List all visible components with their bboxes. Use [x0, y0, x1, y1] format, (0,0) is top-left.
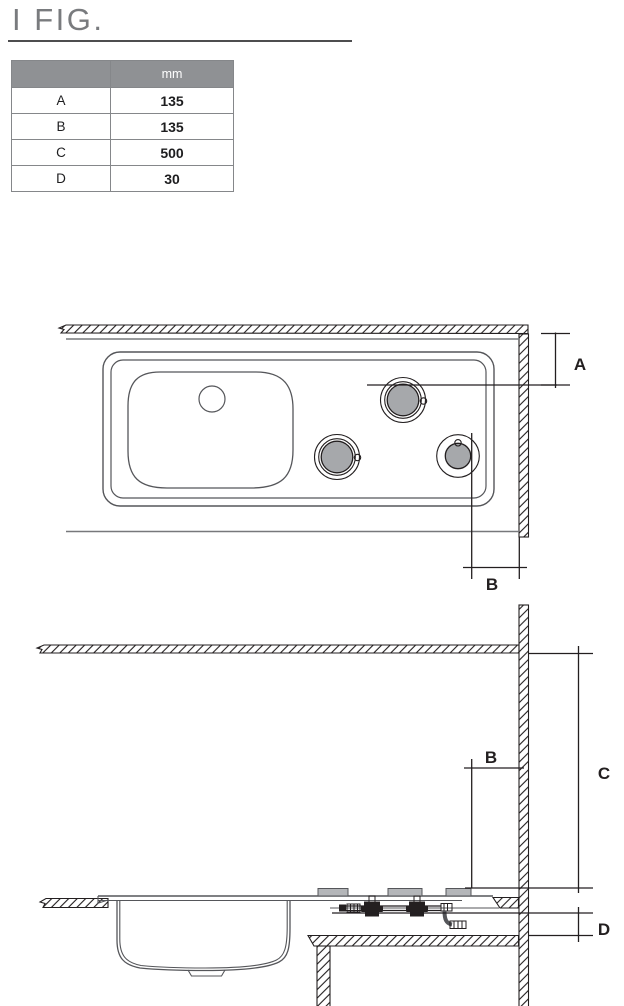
back-wall-strip: [57, 324, 529, 335]
drain-hole: [198, 385, 226, 413]
burner-hole-medium: [313, 433, 362, 481]
gas-valve-1: [361, 895, 383, 917]
burner-cap-1: [317, 888, 349, 897]
dimensions-table: mm A 135 B 135 C 500 D 30: [11, 60, 234, 192]
dim-label-cell: B: [11, 113, 111, 140]
sink-outer-rim: [102, 351, 495, 507]
ignition-notch: [454, 439, 462, 447]
dim-b-label: B: [485, 748, 497, 767]
bowl-inner-wall: [119, 900, 288, 969]
dim-value-cell: 30: [110, 165, 234, 192]
drain-bump: [187, 969, 226, 977]
table-row: D 30: [11, 165, 234, 192]
dim-label-cell: C: [11, 139, 111, 166]
upper-shelf-section: [35, 644, 520, 654]
dim-label-cell: D: [11, 165, 111, 192]
burner-cap-2: [387, 888, 423, 897]
burner-cap-3: [445, 888, 472, 897]
bowl-outer-wall: [116, 900, 291, 972]
dim-value-cell: 135: [110, 113, 234, 140]
table-row: A 135: [11, 87, 234, 114]
dimension-c: C: [465, 646, 610, 893]
ignition-notch: [419, 397, 428, 405]
figure-title: I FIG.: [12, 2, 105, 37]
dimension-b-section: B: [464, 748, 524, 888]
dim-c-label: C: [598, 764, 610, 783]
gas-hose-nozzle: [449, 920, 467, 929]
dimension-b-plan: B: [463, 433, 527, 594]
burner-hole-large: [379, 376, 428, 424]
dim-value-cell: 135: [110, 87, 234, 114]
pipe-coupling-right: [440, 903, 453, 912]
table-header-row: mm: [11, 60, 234, 88]
table-row: C 500: [11, 139, 234, 166]
sink-bowl-plan: [127, 371, 294, 489]
rim-clamp: [96, 899, 109, 904]
pipe-end-cap: [339, 904, 346, 912]
title-underline: [8, 40, 352, 42]
sink-inner-rim: [110, 359, 487, 499]
plan-view: A B: [57, 324, 586, 594]
gas-valve-2: [406, 895, 428, 917]
dimension-a: A: [367, 332, 586, 388]
table-row: B 135: [11, 113, 234, 140]
right-counter-section: [491, 896, 520, 909]
dimension-d: D: [332, 907, 610, 942]
ignition-notch: [353, 453, 362, 462]
burner-hole-fill: [444, 442, 472, 470]
table-header-empty-cell: [11, 60, 111, 88]
side-wall-strip: [518, 333, 530, 538]
sink-hob-section: [96, 888, 520, 977]
left-counter-section: [38, 897, 109, 909]
gas-manifold: [339, 895, 467, 929]
cabinet-leg-section: [316, 945, 331, 1006]
burner-hole-small: [436, 434, 480, 478]
section-view: C B D: [35, 604, 610, 1006]
burner-hole-fill: [386, 383, 420, 417]
table-header-mm-cell: mm: [110, 60, 234, 88]
lower-shelf-section: [307, 934, 520, 947]
dim-b-label: B: [486, 575, 498, 594]
dim-a-label: A: [574, 355, 586, 374]
burner-hole-fill: [320, 440, 354, 474]
pipe-coupling-left: [346, 903, 361, 913]
wall-section: [518, 604, 530, 1006]
dim-value-cell: 500: [110, 139, 234, 166]
dim-d-label: D: [598, 920, 610, 939]
